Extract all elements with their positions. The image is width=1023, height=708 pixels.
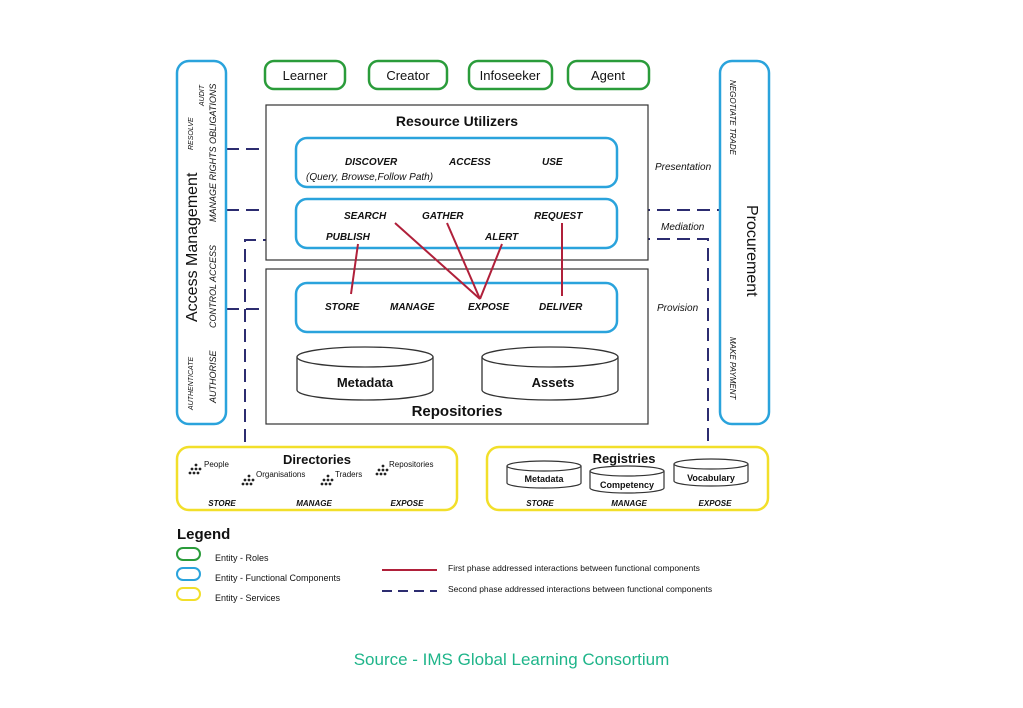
registry-competency-label: Competency (600, 480, 654, 490)
people-cluster-icon (188, 463, 202, 475)
deliver-label: DELIVER (539, 302, 583, 313)
procurement-panel: Procurement NEGOTIATE TRADE MAKE PAYMENT (718, 59, 771, 426)
directory-traders: Traders (335, 470, 362, 479)
metadata-label: Metadata (337, 375, 394, 390)
expose-label: EXPOSE (468, 302, 509, 313)
presentation-box (294, 136, 619, 189)
directories-manage: MANAGE (296, 499, 332, 508)
repositories: STORE MANAGE EXPOSE DELIVER Metadata Ass… (265, 268, 649, 425)
store-label: STORE (325, 302, 360, 313)
registry-metadata-store: Metadata (506, 460, 582, 489)
provision-box (294, 281, 619, 334)
registries-manage: MANAGE (611, 499, 647, 508)
metadata-store: Metadata (296, 346, 434, 401)
role-label: Learner (283, 68, 328, 83)
use-label: USE (542, 157, 563, 168)
directories-title: Directories (283, 452, 351, 467)
directory-organisations: Organisations (256, 470, 305, 479)
legend-first-phase-label: First phase addressed interactions betwe… (448, 563, 700, 573)
layer-provision: Provision (657, 303, 699, 314)
legend: Legend Entity - Roles Entity - Functiona… (176, 526, 712, 603)
access-label-control-access: CONTROL ACCESS (208, 245, 218, 328)
source-caption: Source - IMS Global Learning Consortium (353, 650, 670, 669)
resource-utilizers: Resource Utilizers DISCOVER ACCESS USE (… (265, 104, 649, 261)
procurement-label-payment: MAKE PAYMENT (728, 337, 737, 400)
discover-label: DISCOVER (345, 157, 398, 168)
registry-competency-store: Competency (589, 465, 665, 494)
role-creator-box (367, 59, 449, 91)
access-label-authorise: AUTHORISE (208, 349, 218, 404)
access-management-title: Access Management (184, 172, 201, 322)
registry-metadata-label: Metadata (524, 474, 564, 484)
manage-label: MANAGE (390, 302, 435, 313)
legend-title: Legend (177, 526, 230, 543)
role-label: Infoseeker (480, 68, 541, 83)
legend-roles-swatch (176, 547, 201, 561)
registry-vocabulary-label: Vocabulary (687, 473, 735, 483)
registries-title: Registries (593, 451, 656, 466)
procurement-title: Procurement (743, 205, 760, 297)
search-label: SEARCH (344, 211, 387, 222)
layer-mediation: Mediation (661, 222, 705, 233)
directories-expose: EXPOSE (391, 499, 425, 508)
access-label-audit: AUDIT (199, 84, 206, 107)
layer-labels: Presentation Mediation Provision (655, 162, 712, 314)
legend-functional-swatch (176, 567, 201, 581)
legend-services-swatch (176, 587, 201, 601)
first-phase-connectors (350, 222, 563, 300)
registries-expose: EXPOSE (699, 499, 733, 508)
gather-label: GATHER (422, 211, 464, 222)
directories: Directories People Organisations Traders… (175, 445, 459, 512)
role-infoseeker-box (467, 59, 554, 91)
registries-store: STORE (526, 499, 554, 508)
assets-store: Assets (481, 346, 619, 401)
request-label: REQUEST (534, 211, 583, 222)
access-label-manage-rights: MANAGE RIGHTS OBLIGATIONS (208, 84, 218, 222)
organisations-cluster-icon (241, 474, 255, 486)
role-label: Creator (386, 68, 430, 83)
access-management-panel: Access Management RESOLVE AUDIT AUTHENTI… (175, 59, 228, 426)
mediation-box (294, 197, 619, 250)
registry-vocabulary-store: Vocabulary (673, 458, 749, 487)
access-label-resolve: RESOLVE (188, 117, 195, 150)
roles: Learner Creator Infoseeker Agent (263, 59, 651, 91)
legend-roles-label: Entity - Roles (215, 553, 269, 563)
traders-cluster-icon (320, 474, 334, 486)
repositories-title: Repositories (412, 403, 503, 420)
access-label-authenticate: AUTHENTICATE (188, 357, 195, 411)
alert-label: ALERT (484, 232, 519, 243)
assets-label: Assets (532, 375, 575, 390)
role-learner-box (263, 59, 347, 91)
layer-presentation: Presentation (655, 162, 712, 173)
resource-utilizers-title: Resource Utilizers (396, 113, 518, 129)
registries: Registries Metadata Competency Vocabular… (485, 445, 770, 512)
directory-people: People (204, 460, 229, 469)
legend-functional-label: Entity - Functional Components (215, 573, 341, 583)
directory-repositories: Repositories (389, 460, 433, 469)
legend-services-label: Entity - Services (215, 593, 281, 603)
publish-label: PUBLISH (326, 232, 371, 243)
legend-second-phase-label: Second phase addressed interactions betw… (448, 584, 712, 594)
directories-store: STORE (208, 499, 236, 508)
procurement-label-negotiate: NEGOTIATE TRADE (728, 80, 737, 156)
access-label: ACCESS (448, 157, 491, 168)
presentation-subtext: (Query, Browse,Follow Path) (306, 172, 433, 183)
role-agent-box (566, 59, 651, 91)
role-label: Agent (591, 68, 625, 83)
repositories-cluster-icon (375, 464, 389, 476)
